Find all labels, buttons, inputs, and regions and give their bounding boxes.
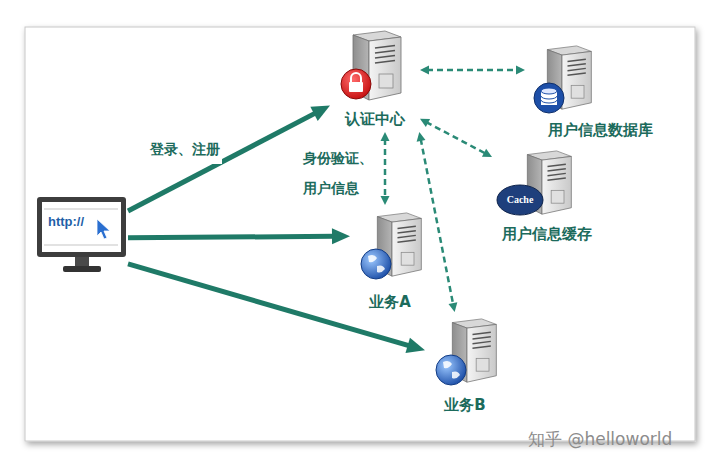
arrow-head [381,132,390,141]
connector-line [426,122,486,154]
arrow-head [332,228,350,244]
database-icon [534,83,564,113]
client-monitor: http:// [35,195,128,275]
server-node: 用户信息数据库 [525,44,675,143]
edge-label: 登录、注册 [148,134,222,164]
connector-line [384,139,387,198]
dashed-link [420,119,492,157]
arrow-head [405,338,425,353]
arrow-head [381,196,390,205]
arrow-head [420,66,429,75]
server-node: 认证中心 [330,30,420,132]
connector-line [128,113,316,211]
arrow-head [417,132,426,142]
connector-line [421,139,454,305]
lock-icon [341,69,371,99]
edge-label: 身份验证、 用户信息 [301,143,379,203]
frame [25,27,695,441]
cache-badge [497,185,543,215]
watermark: 知乎 @helloworld [528,428,672,450]
node-label: 用户信息缓存 [502,225,592,243]
monitor [37,197,126,272]
connector-line [427,69,518,72]
connector-line [128,264,410,346]
node-label: 业务A [369,293,411,311]
server-node: 业务B [425,312,505,418]
request-arrow [128,264,425,353]
dashed-link [420,66,525,75]
request-arrow [128,105,330,210]
node-label: http:// [48,214,84,229]
node-label: 业务B [444,396,485,414]
globe-icon [436,355,466,385]
arrow-head [516,66,525,75]
arrow-head [310,105,330,120]
node-label: 用户信息数据库 [548,121,653,139]
arrow-head [420,119,430,127]
node-label: 认证中心 [345,110,405,128]
arrow-head [449,302,458,312]
server-node: 业务A [350,205,430,315]
connector-line [128,236,334,237]
request-arrow [128,228,350,244]
dashed-link [381,132,390,205]
dashed-link [417,132,458,312]
arrow-head [482,149,492,157]
icon-label: Cache [497,193,543,207]
globe-icon [361,249,391,279]
